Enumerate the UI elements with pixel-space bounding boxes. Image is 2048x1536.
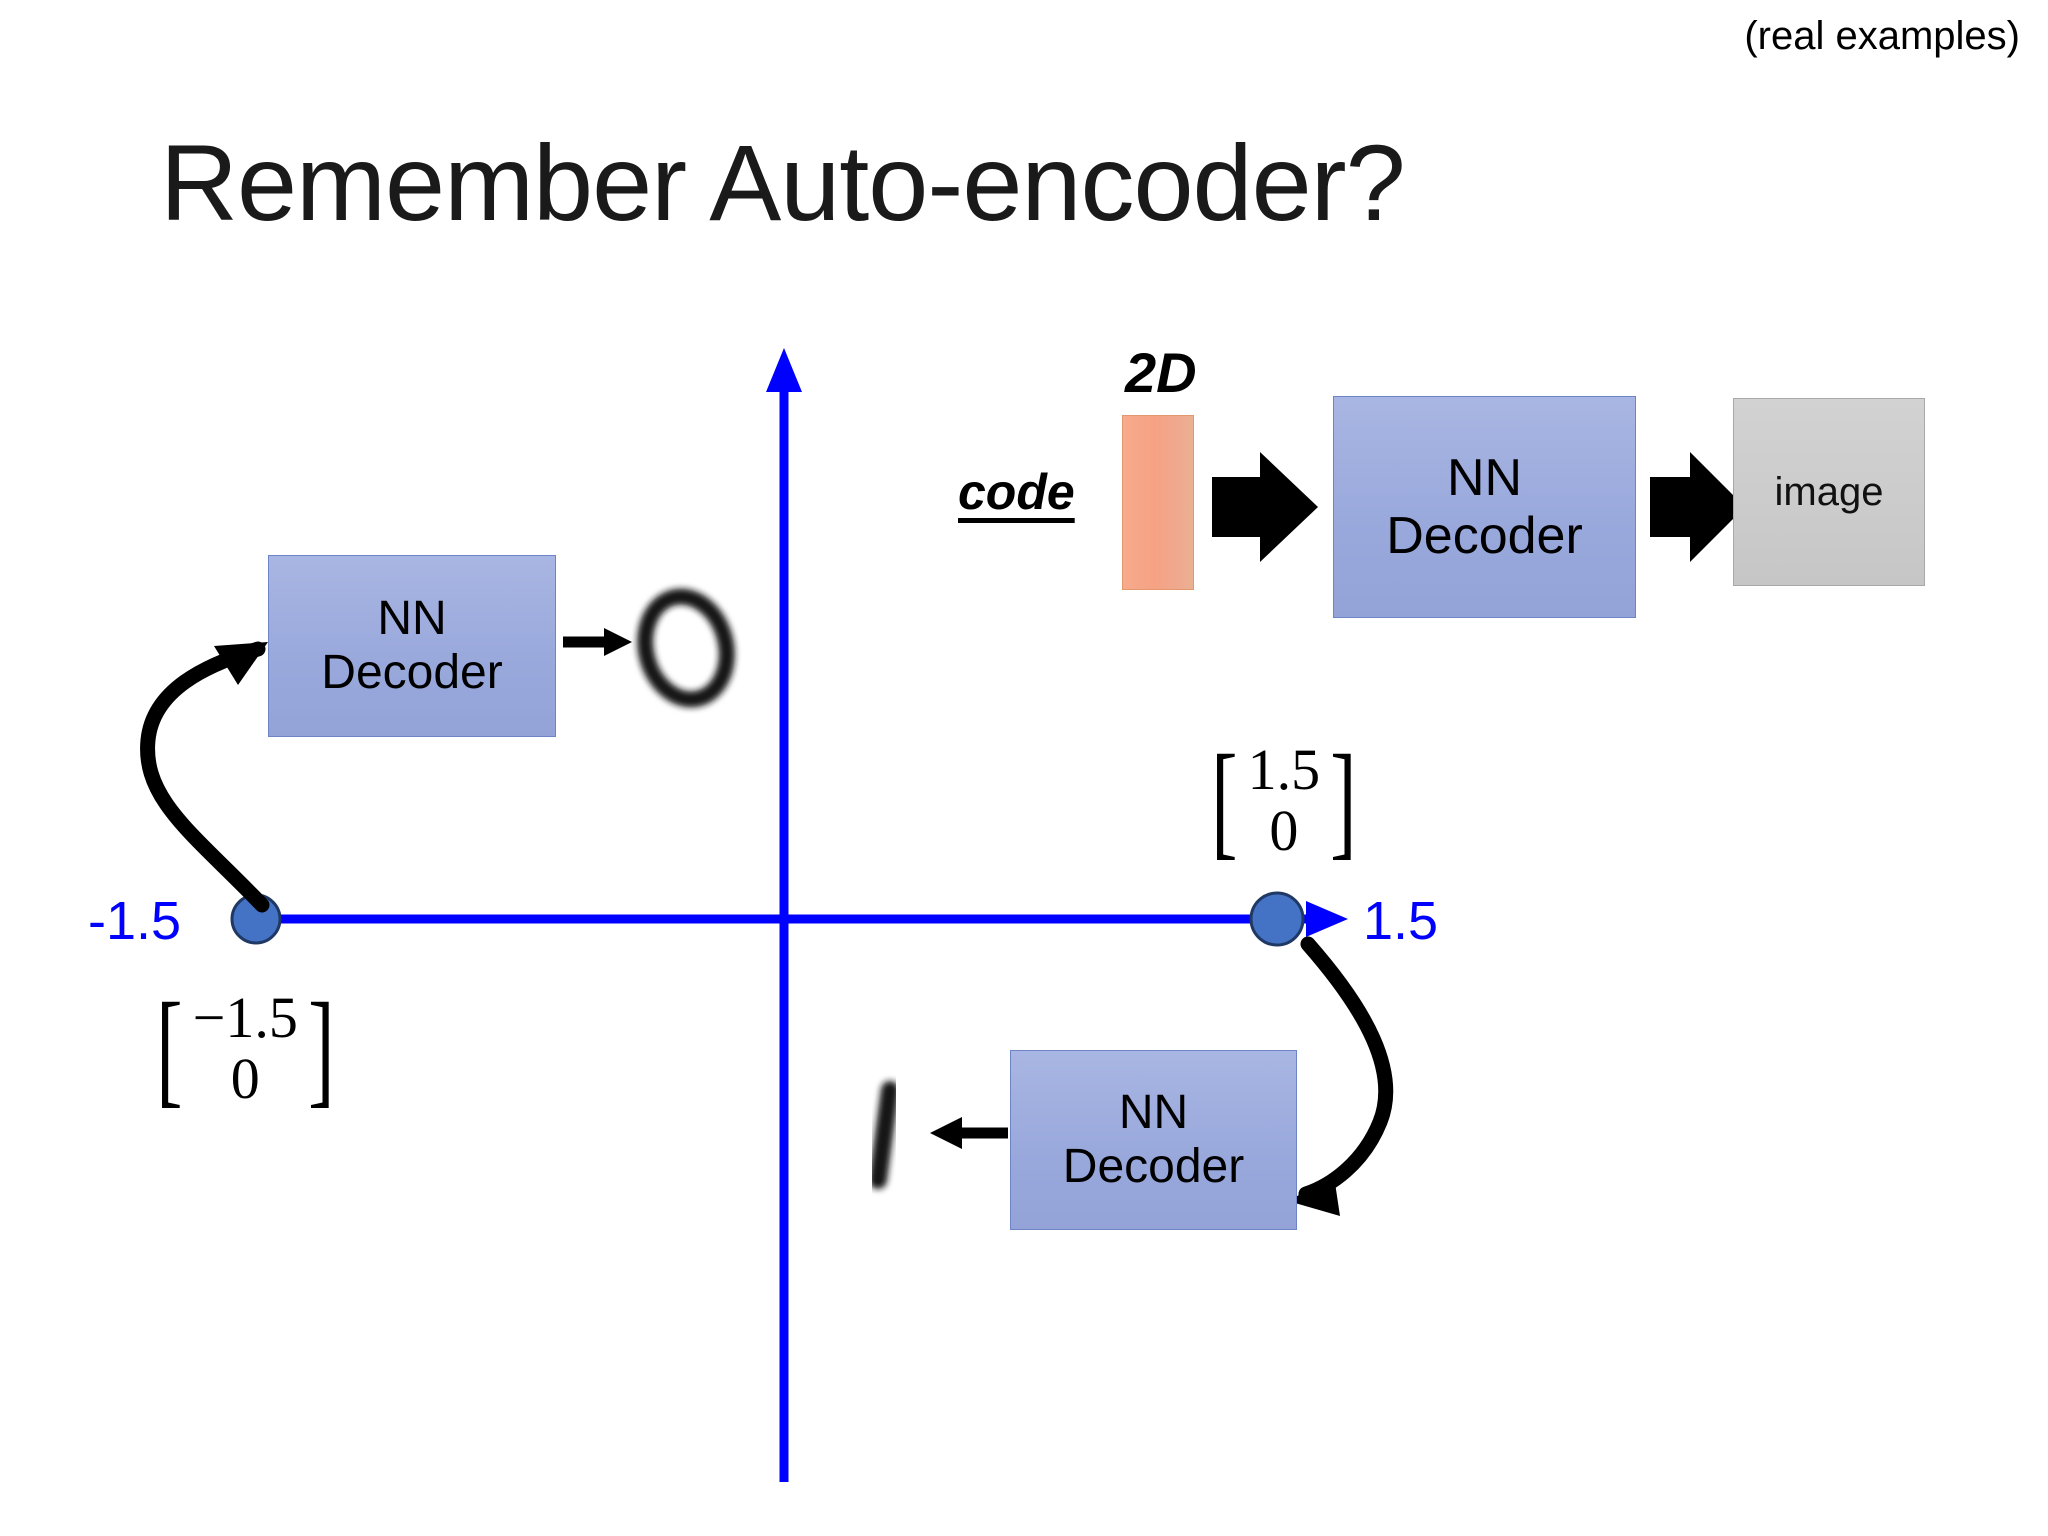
bracket-right-icon: ] bbox=[307, 977, 335, 1120]
nn-decoder-box-left[interactable]: NN Decoder bbox=[268, 555, 556, 737]
generated-digit-one bbox=[869, 1081, 899, 1189]
nn-decoder-box-top[interactable]: NN Decoder bbox=[1333, 396, 1636, 618]
nn-decoder-label-line2: Decoder bbox=[1386, 507, 1583, 565]
block-arrow-right-icon bbox=[1650, 452, 1745, 562]
nn-decoder-label-line2: Decoder bbox=[1062, 1140, 1245, 1193]
image-output-label: image bbox=[1774, 469, 1884, 514]
block-arrow-right-icon bbox=[1212, 452, 1318, 562]
code-point-positive[interactable] bbox=[1249, 891, 1305, 947]
page-title: Remember Auto-encoder? bbox=[160, 122, 1406, 243]
nn-decoder-label-line1: NN bbox=[1446, 448, 1523, 507]
code-vector-left: [ −1.5 0 ] bbox=[148, 977, 342, 1120]
code-vector-bar bbox=[1122, 415, 1194, 590]
axis-tick-negative: -1.5 bbox=[88, 891, 182, 951]
nn-decoder-label-line2: Decoder bbox=[321, 646, 503, 699]
axis-tick-positive: 1.5 bbox=[1363, 891, 1439, 951]
vector-value-top: −1.5 bbox=[192, 985, 298, 1050]
bracket-left-icon: [ bbox=[156, 977, 183, 1120]
curved-arrow-up-icon bbox=[140, 641, 270, 913]
arrow-left-icon bbox=[930, 1117, 1008, 1149]
bracket-right-icon: ] bbox=[1330, 729, 1357, 872]
arrow-right-icon bbox=[563, 628, 632, 656]
vector-value-top: 1.5 bbox=[1247, 737, 1321, 802]
generated-digit-zero bbox=[637, 588, 735, 708]
vertical-axis bbox=[766, 348, 802, 1482]
corner-note: (real examples) bbox=[1744, 14, 2020, 58]
dimension-label: 2D bbox=[1125, 341, 1197, 404]
nn-decoder-label-line1: NN bbox=[1118, 1086, 1189, 1140]
vector-value-bottom: 0 bbox=[1269, 797, 1299, 863]
code-label: code bbox=[958, 464, 1075, 520]
code-vector-right: [ 1.5 0 ] bbox=[1203, 729, 1365, 872]
curved-arrow-down-icon bbox=[1288, 936, 1394, 1216]
vector-value-bottom: 0 bbox=[230, 1045, 260, 1111]
bracket-left-icon: [ bbox=[1211, 729, 1238, 872]
horizontal-axis bbox=[232, 901, 1348, 937]
image-output-box[interactable]: image bbox=[1733, 398, 1925, 586]
nn-decoder-label-line1: NN bbox=[377, 592, 447, 646]
nn-decoder-box-bottom[interactable]: NN Decoder bbox=[1010, 1050, 1297, 1230]
